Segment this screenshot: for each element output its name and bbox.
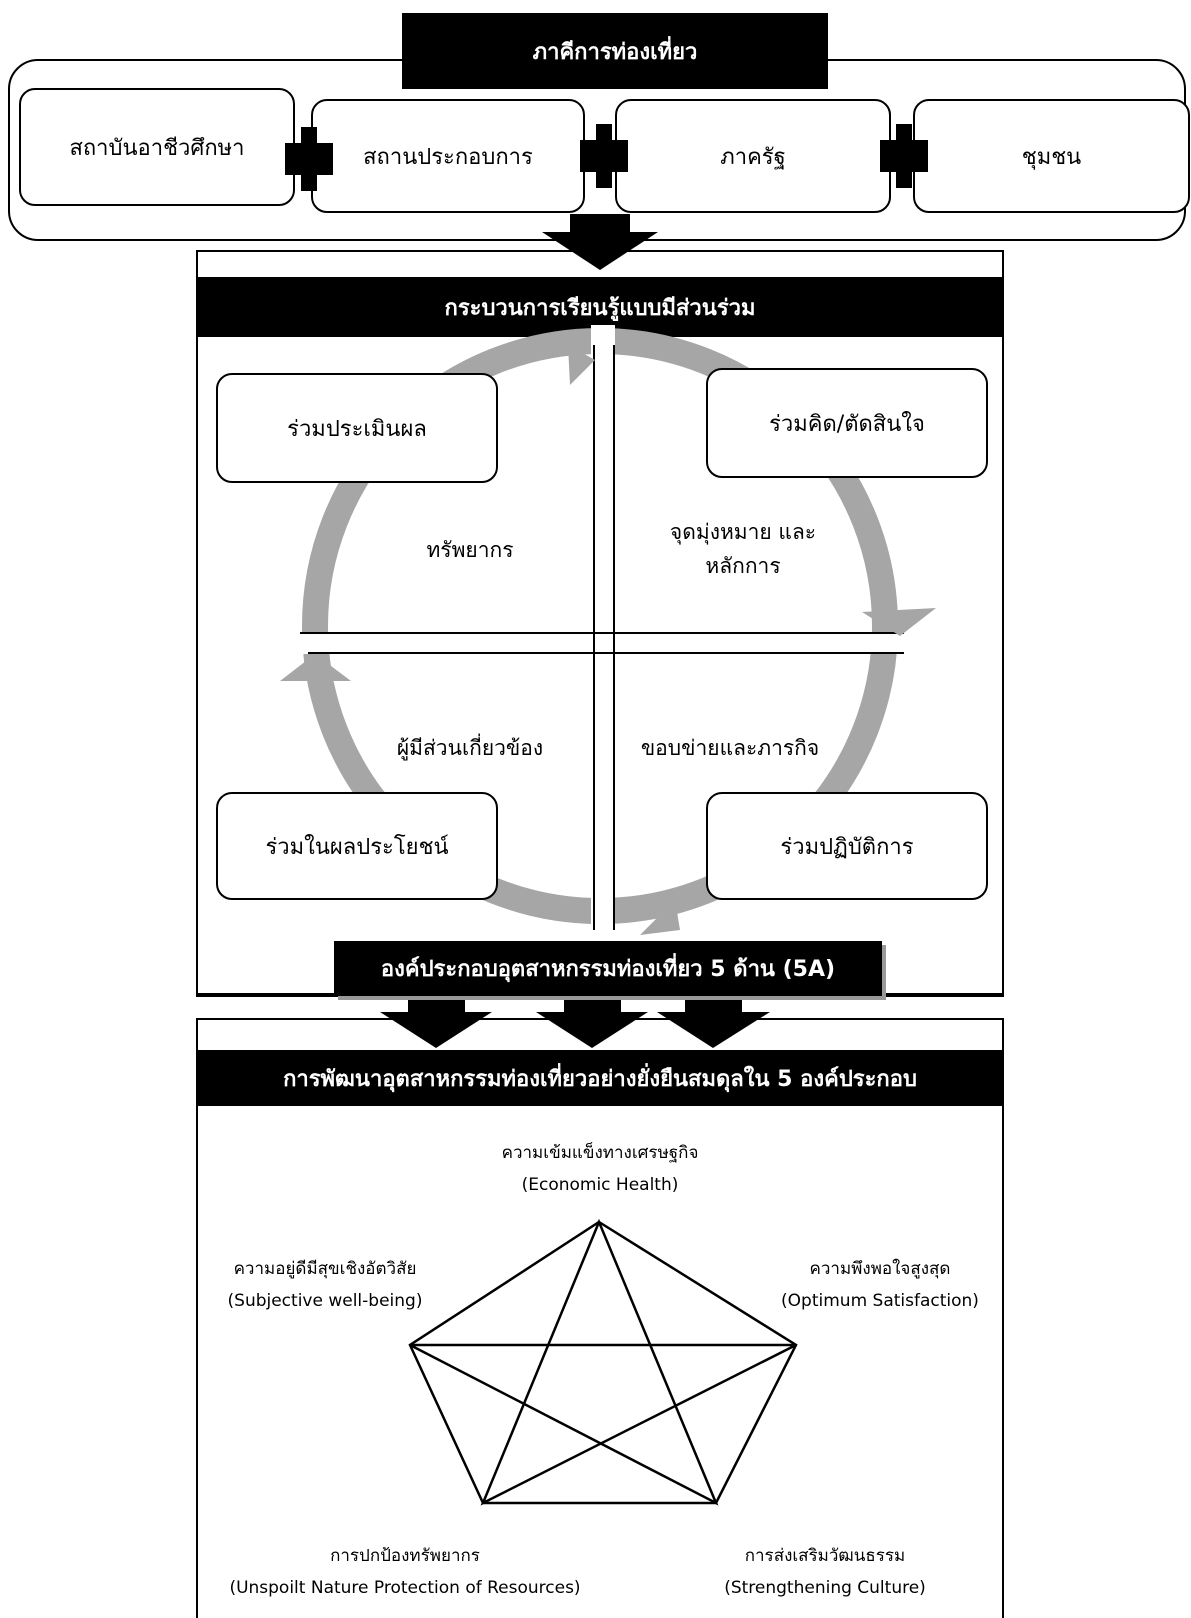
- point-label-protection: การปกป้องทรัพยากร (Unspoilt Nature Prote…: [200, 1540, 610, 1605]
- step-implement: ร่วมปฏิบัติการ: [706, 792, 988, 900]
- point-economic-en: (Economic Health): [521, 1175, 679, 1196]
- point-label-wellbeing: ความอยู่ดีมีสุขเชิงอัตวิสัย (Subjective …: [210, 1253, 440, 1318]
- down-arrow: [380, 996, 492, 1048]
- cycle-arrowhead: [568, 345, 595, 385]
- plus-connector: [580, 124, 628, 188]
- quadrant-label-goals-line1: จุดมุ่งหมาย และ: [669, 520, 817, 544]
- partner-business: สถานประกอบการ: [311, 99, 585, 213]
- development-header: การพัฒนาอุตสาหกรรมท่องเที่ยวอย่างยั่งยืน…: [196, 1050, 1004, 1106]
- step-decide: ร่วมคิด/ตัดสินใจ: [706, 368, 988, 478]
- point-label-culture: การส่งเสริมวัฒนธรรม (Strengthening Cultu…: [700, 1540, 950, 1605]
- down-arrow: [536, 996, 648, 1048]
- point-satisfaction-th: ความพึงพอใจสูงสุด: [809, 1259, 951, 1279]
- cycle-arrowhead: [280, 654, 351, 681]
- cycle-arrowhead: [862, 608, 936, 636]
- quadrant-label-goals-line2: หลักการ: [705, 553, 781, 578]
- quadrant-label-stakeholders: ผู้มีส่วนเกี่ยวข้อง: [396, 736, 544, 760]
- point-culture-en: (Strengthening Culture): [724, 1578, 926, 1599]
- point-satisfaction-en: (Optimum Satisfaction): [781, 1291, 979, 1312]
- balance-pentagon: [408, 1218, 798, 1506]
- partner-community: ชุมชน: [913, 99, 1190, 213]
- quadrant-label-goals: จุดมุ่งหมาย และ หลักการ: [618, 516, 868, 583]
- down-arrow: [657, 996, 770, 1048]
- step-benefit: ร่วมในผลประโยชน์: [216, 792, 498, 900]
- point-economic-th: ความเข้มแข็งทางเศรษฐกิจ: [501, 1143, 699, 1163]
- plus-connector: [880, 124, 928, 188]
- plus-connector: [285, 127, 333, 191]
- partners-header: ภาคีการท่องเที่ยว: [402, 13, 828, 89]
- down-arrow: [542, 214, 658, 270]
- point-label-economic: ความเข้มแข็งทางเศรษฐกิจ (Economic Health…: [450, 1137, 750, 1202]
- point-label-satisfaction: ความพึงพอใจสูงสุด (Optimum Satisfaction): [760, 1253, 1000, 1318]
- components-5a-label: องค์ประกอบอุตสาหกรรมท่องเที่ยว 5 ด้าน (5…: [334, 941, 882, 996]
- partner-vocational-institute: สถาบันอาชีวศึกษา: [19, 88, 295, 206]
- point-protection-th: การปกป้องทรัพยากร: [330, 1546, 480, 1566]
- quadrant-label-scope: ขอบข่ายและภารกิจ: [640, 736, 820, 760]
- point-wellbeing-th: ความอยู่ดีมีสุขเชิงอัตวิสัย: [233, 1259, 417, 1279]
- step-evaluate: ร่วมประเมินผล: [216, 373, 498, 483]
- point-culture-th: การส่งเสริมวัฒนธรรม: [744, 1546, 906, 1566]
- quadrant-label-resources: ทรัพยากร: [426, 538, 514, 562]
- point-protection-en: (Unspoilt Nature Protection of Resources…: [229, 1578, 581, 1599]
- point-wellbeing-en: (Subjective well-being): [227, 1291, 423, 1312]
- cycle-arrowhead: [640, 900, 680, 935]
